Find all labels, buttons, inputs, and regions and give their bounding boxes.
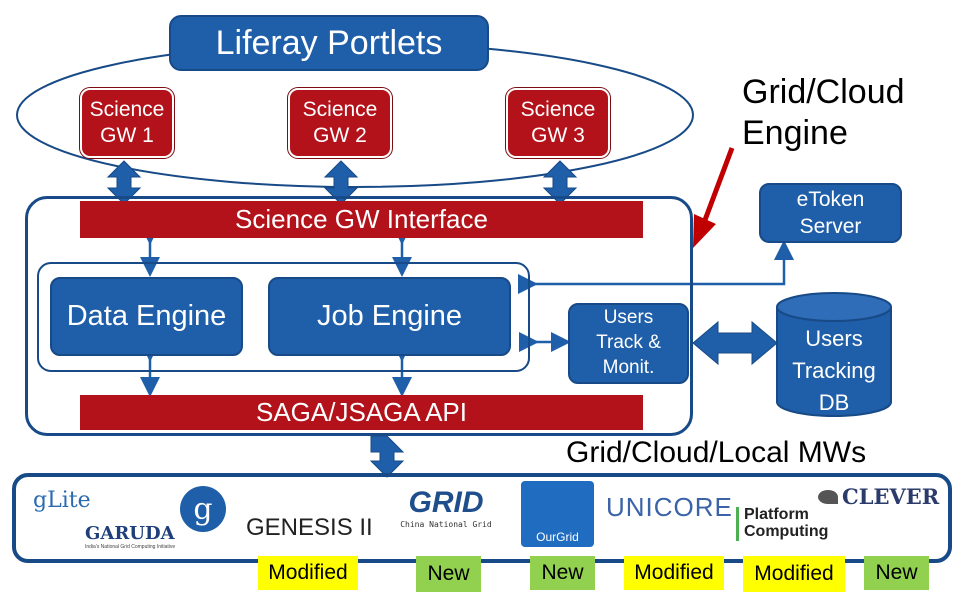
liferay-portlets-title: Liferay Portlets [169,15,489,71]
china-grid-subtext: China National Grid [400,520,492,529]
users-db-line3: DB [818,389,850,415]
glite-logo: gLite [33,488,91,513]
glite-text: gLite [33,488,91,513]
platform-computing-logo: Platform Computing [736,506,829,541]
users-track-box[interactable]: Users Track & Monit. [568,303,689,384]
mw-double-arrow [369,435,405,478]
engine-label-line2: Engine [742,113,848,152]
platform-text: Platform [744,506,809,523]
ourgrid-text: OurGrid [536,530,579,544]
users-db-line1: Users [805,326,863,351]
gw-label-line1: Science [520,97,596,121]
computing-text: Computing [744,522,829,540]
science-gw-2[interactable]: Science GW 2 [288,88,392,158]
china-grid-logo: GRID China National Grid [386,486,506,529]
middlewares-label: Grid/Cloud/Local MWs [566,436,867,469]
engine-pointer-arrow [693,147,735,248]
gw-label-line2: GW 3 [531,124,585,147]
tag-modified-3: Modified [743,556,845,592]
gw-label-line1: Science [89,97,165,121]
saga-api-label: SAGA/JSAGA API [256,397,467,427]
science-gw-interface-bar: Science GW Interface [80,201,643,238]
clever-icon [818,489,838,504]
data-engine-box[interactable]: Data Engine [50,277,243,356]
users-db-cylinder [776,292,892,417]
tag-modified-1: Modified [258,556,358,590]
users-db-label: Users Tracking DB [777,323,891,419]
engine-label-line1: Grid/Cloud [742,73,905,111]
etoken-arrow [518,240,794,294]
thin-arrows [140,225,571,397]
etoken-line1: eToken [796,187,865,211]
ourgrid-logo: OurGrid [521,481,594,547]
users-db-line2: Tracking [792,357,876,383]
garuda-subtext: India's National Grid Computing Initiati… [85,544,176,550]
db-double-arrow [692,320,778,366]
gw-label-line2: GW 2 [313,124,367,147]
science-gw-3[interactable]: Science GW 3 [506,88,610,158]
etoken-line2: Server [799,215,862,238]
saga-api-bar: SAGA/JSAGA API [80,395,643,430]
gw-interface-arrows [106,160,578,205]
etoken-server-box[interactable]: eToken Server [759,183,902,243]
gw-label-line2: GW 1 [100,124,154,147]
science-gw-1[interactable]: Science GW 1 [80,88,174,158]
engine-container [25,196,693,436]
engine-label: Grid/Cloud Engine [742,72,905,154]
data-engine-label: Data Engine [66,300,227,332]
job-engine-label: Job Engine [316,300,463,332]
users-track-line2: Track & [596,332,661,354]
g-logo-text: g [193,491,213,527]
job-engine-box[interactable]: Job Engine [268,277,511,356]
users-track-line1: Users [603,307,654,329]
clever-logo: CLEVER [818,484,939,509]
china-grid-text: GRID [408,486,484,519]
interface-label: Science GW Interface [235,204,488,234]
gw-label-line1: Science [302,97,378,121]
g-logo: g [180,486,226,532]
tag-new-3: New [864,556,929,590]
garuda-text: GARUDA [85,523,175,544]
tag-new-2: New [530,556,595,590]
clever-text: CLEVER [842,484,940,509]
tag-new-1: New [416,556,481,592]
unicore-logo: UNICORE [606,492,733,522]
engines-inner-container [37,262,530,372]
genesis-logo: GENESIS II [246,514,373,541]
middlewares-container [12,473,952,563]
garuda-logo: GARUDA India's National Grid Computing I… [85,523,185,550]
tag-modified-2: Modified [624,556,724,590]
liferay-portlets-label: Liferay Portlets [215,23,443,62]
users-track-line3: Monit. [602,356,655,378]
